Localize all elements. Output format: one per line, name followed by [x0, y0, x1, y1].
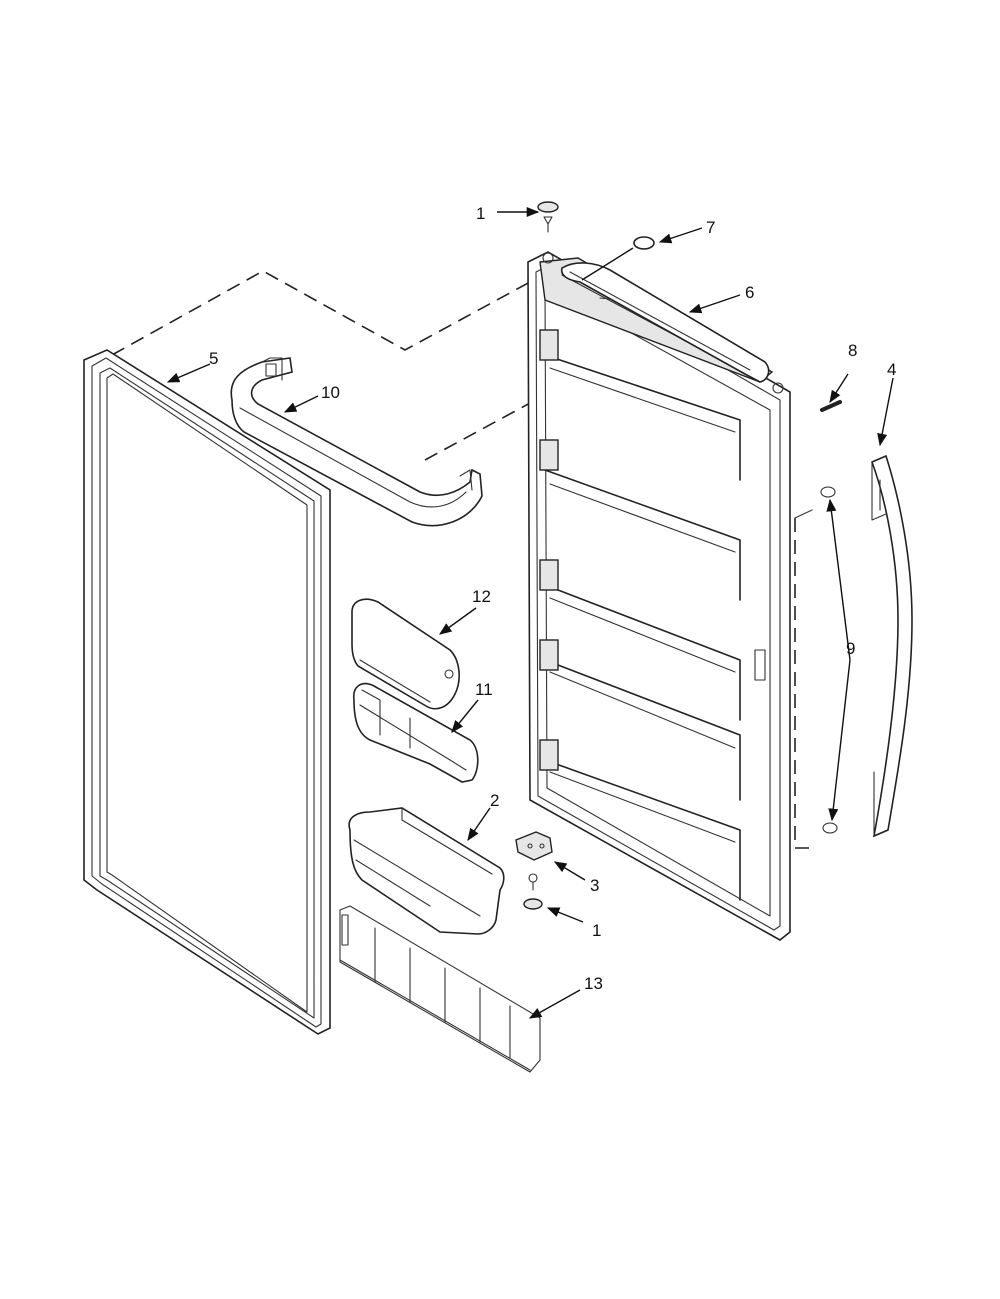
handle	[870, 454, 913, 838]
door-rail	[230, 357, 483, 527]
callout-8: 8	[848, 341, 857, 360]
pin	[820, 400, 842, 412]
callout-12: 12	[472, 587, 491, 606]
callout-5: 5	[209, 349, 218, 368]
callout-6: 6	[745, 283, 754, 302]
hinge-bracket	[515, 831, 553, 861]
door-bin	[348, 807, 505, 935]
callout-11: 11	[475, 680, 493, 699]
hinge-cap-bottom	[523, 873, 543, 910]
callout-2: 2	[490, 791, 499, 810]
leader-lines	[166, 206, 894, 1019]
callout-1-top: 1	[476, 204, 485, 223]
top-trim	[560, 262, 770, 383]
kickplate	[339, 905, 541, 1073]
callout-7: 7	[706, 218, 715, 237]
dairy-bin	[352, 682, 479, 783]
hinge-cap-top	[537, 201, 559, 233]
callout-10: 10	[321, 383, 340, 402]
callout-1-bottom: 1	[592, 921, 601, 940]
callout-13: 13	[584, 974, 603, 993]
callout-3: 3	[590, 876, 599, 895]
o-ring	[581, 236, 655, 281]
handle-screws	[820, 486, 838, 834]
callout-9: 9	[846, 639, 855, 658]
door-gasket	[83, 349, 331, 1035]
callout-labels: 1 7 6 8 4 5 10 12 11 9 2 3 1 13	[209, 204, 896, 993]
dairy-door	[351, 598, 460, 710]
callout-4: 4	[887, 360, 896, 379]
